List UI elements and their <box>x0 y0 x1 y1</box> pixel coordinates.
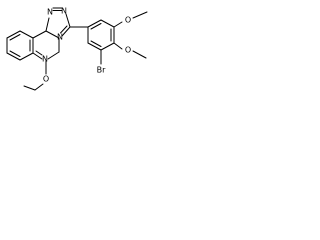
atom-label-n-triazole-3: N <box>57 33 63 42</box>
atom-label-bromine: Br <box>97 66 106 75</box>
atom-label-o-methoxy-bottom: O <box>125 46 131 55</box>
atom-labels: N N N N O O O Br <box>42 7 131 84</box>
ethoxy-group <box>23 60 47 91</box>
benzo-ring <box>6 30 34 61</box>
atom-label-o-ethoxy: O <box>43 75 49 84</box>
trisubstituted-phenyl-ring <box>87 19 115 51</box>
atom-label-n-pyridazine: N <box>42 55 48 64</box>
methoxy-group-bottom <box>113 42 147 59</box>
chemical-structure-diagram: N N N N O O O Br <box>6 7 148 91</box>
pyridazine-ring <box>32 30 60 60</box>
atom-label-n-triazole-2: N <box>61 7 67 16</box>
methoxy-group-top <box>113 11 148 28</box>
atom-label-o-methoxy-top: O <box>125 16 131 25</box>
atom-label-n-triazole-1: N <box>47 8 53 17</box>
triazole-ring <box>45 7 71 37</box>
